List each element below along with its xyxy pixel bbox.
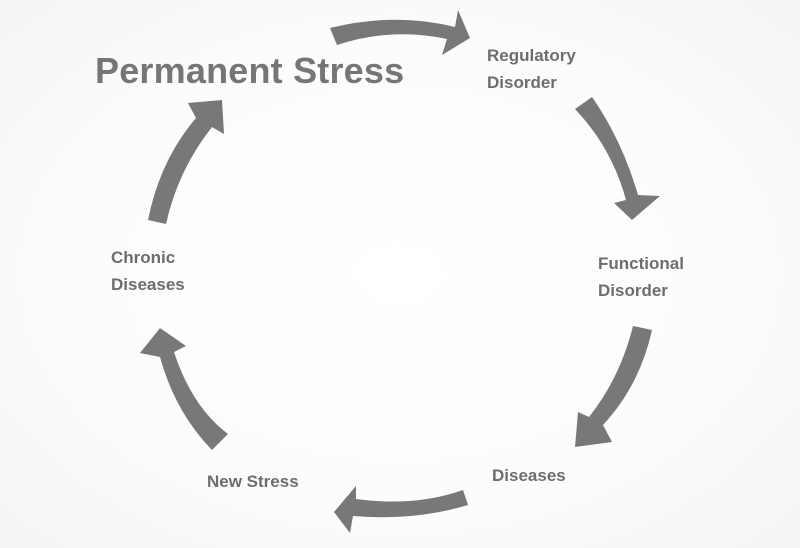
arrow-stress-to-regulatory (330, 10, 470, 55)
arrow-diseases-to-new-stress (334, 486, 468, 533)
diagram-title: Permanent Stress (95, 50, 405, 91)
arrow-chronic-to-stress (148, 100, 224, 224)
stage-label-line: Disorder (598, 281, 668, 300)
stage-label-line: Regulatory (487, 46, 576, 65)
stage-regulatory-disorder: Regulatory Disorder (487, 42, 576, 96)
stage-chronic-diseases: Chronic Diseases (111, 244, 185, 298)
stage-label-line: Diseases (492, 466, 566, 485)
arrow-regulatory-to-functional (575, 97, 660, 220)
stage-diseases: Diseases (492, 462, 566, 489)
arrow-new-stress-to-chronic (140, 328, 228, 450)
stage-label-line: Disorder (487, 73, 557, 92)
stage-new-stress: New Stress (207, 468, 299, 495)
stage-functional-disorder: Functional Disorder (598, 250, 684, 304)
arrow-functional-to-diseases (575, 326, 652, 447)
stage-label-line: Chronic (111, 248, 176, 267)
stage-label-line: Functional (598, 254, 684, 273)
stage-label-line: New Stress (207, 472, 299, 491)
stage-label-line: Diseases (111, 275, 185, 294)
